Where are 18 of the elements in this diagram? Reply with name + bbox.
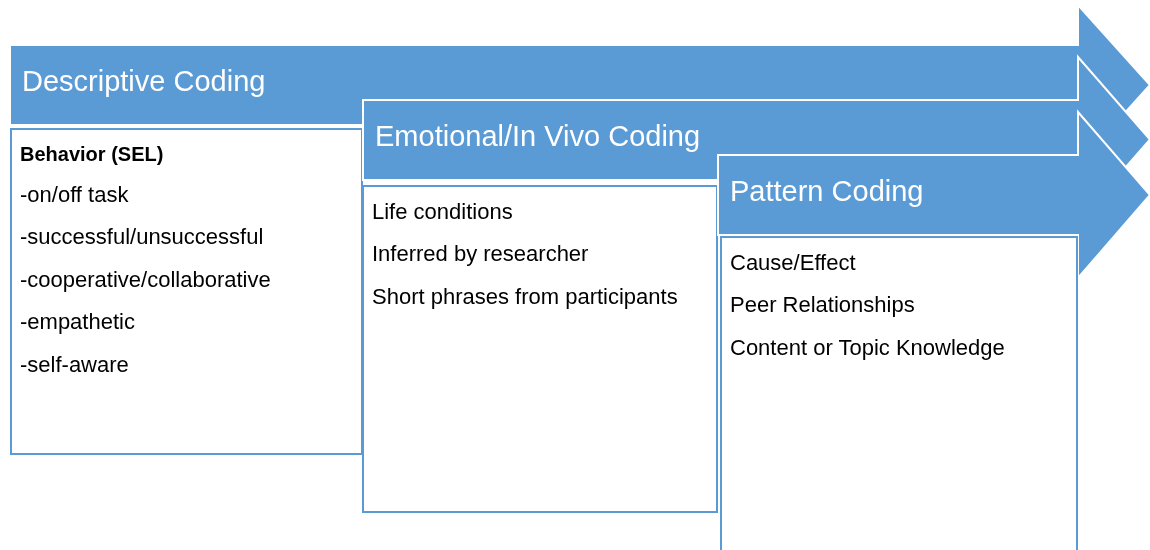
list-item: -successful/unsuccessful xyxy=(20,224,265,251)
list-item: Peer Relationships xyxy=(730,292,916,319)
text-box xyxy=(362,185,718,513)
list-item: Inferred by researcher xyxy=(372,241,590,268)
text-box xyxy=(720,236,1078,550)
list-item: Short phrases from participants xyxy=(372,283,679,311)
list-item: Content or Topic Knowledge xyxy=(730,334,1006,362)
step-heading: Descriptive Coding xyxy=(22,65,266,98)
list-item: -cooperative/collaborative xyxy=(20,266,272,294)
list-item: Life conditions xyxy=(372,199,514,226)
list-item: -self-aware xyxy=(20,351,130,378)
step-heading: Emotional/In Vivo Coding xyxy=(375,120,701,153)
list-item: -empathetic xyxy=(20,309,136,336)
list-item: Behavior (SEL) xyxy=(20,142,165,166)
list-item: Cause/Effect xyxy=(730,250,857,277)
text-box xyxy=(10,128,363,455)
step-heading: Pattern Coding xyxy=(730,175,924,208)
list-item: -on/off task xyxy=(20,182,130,209)
